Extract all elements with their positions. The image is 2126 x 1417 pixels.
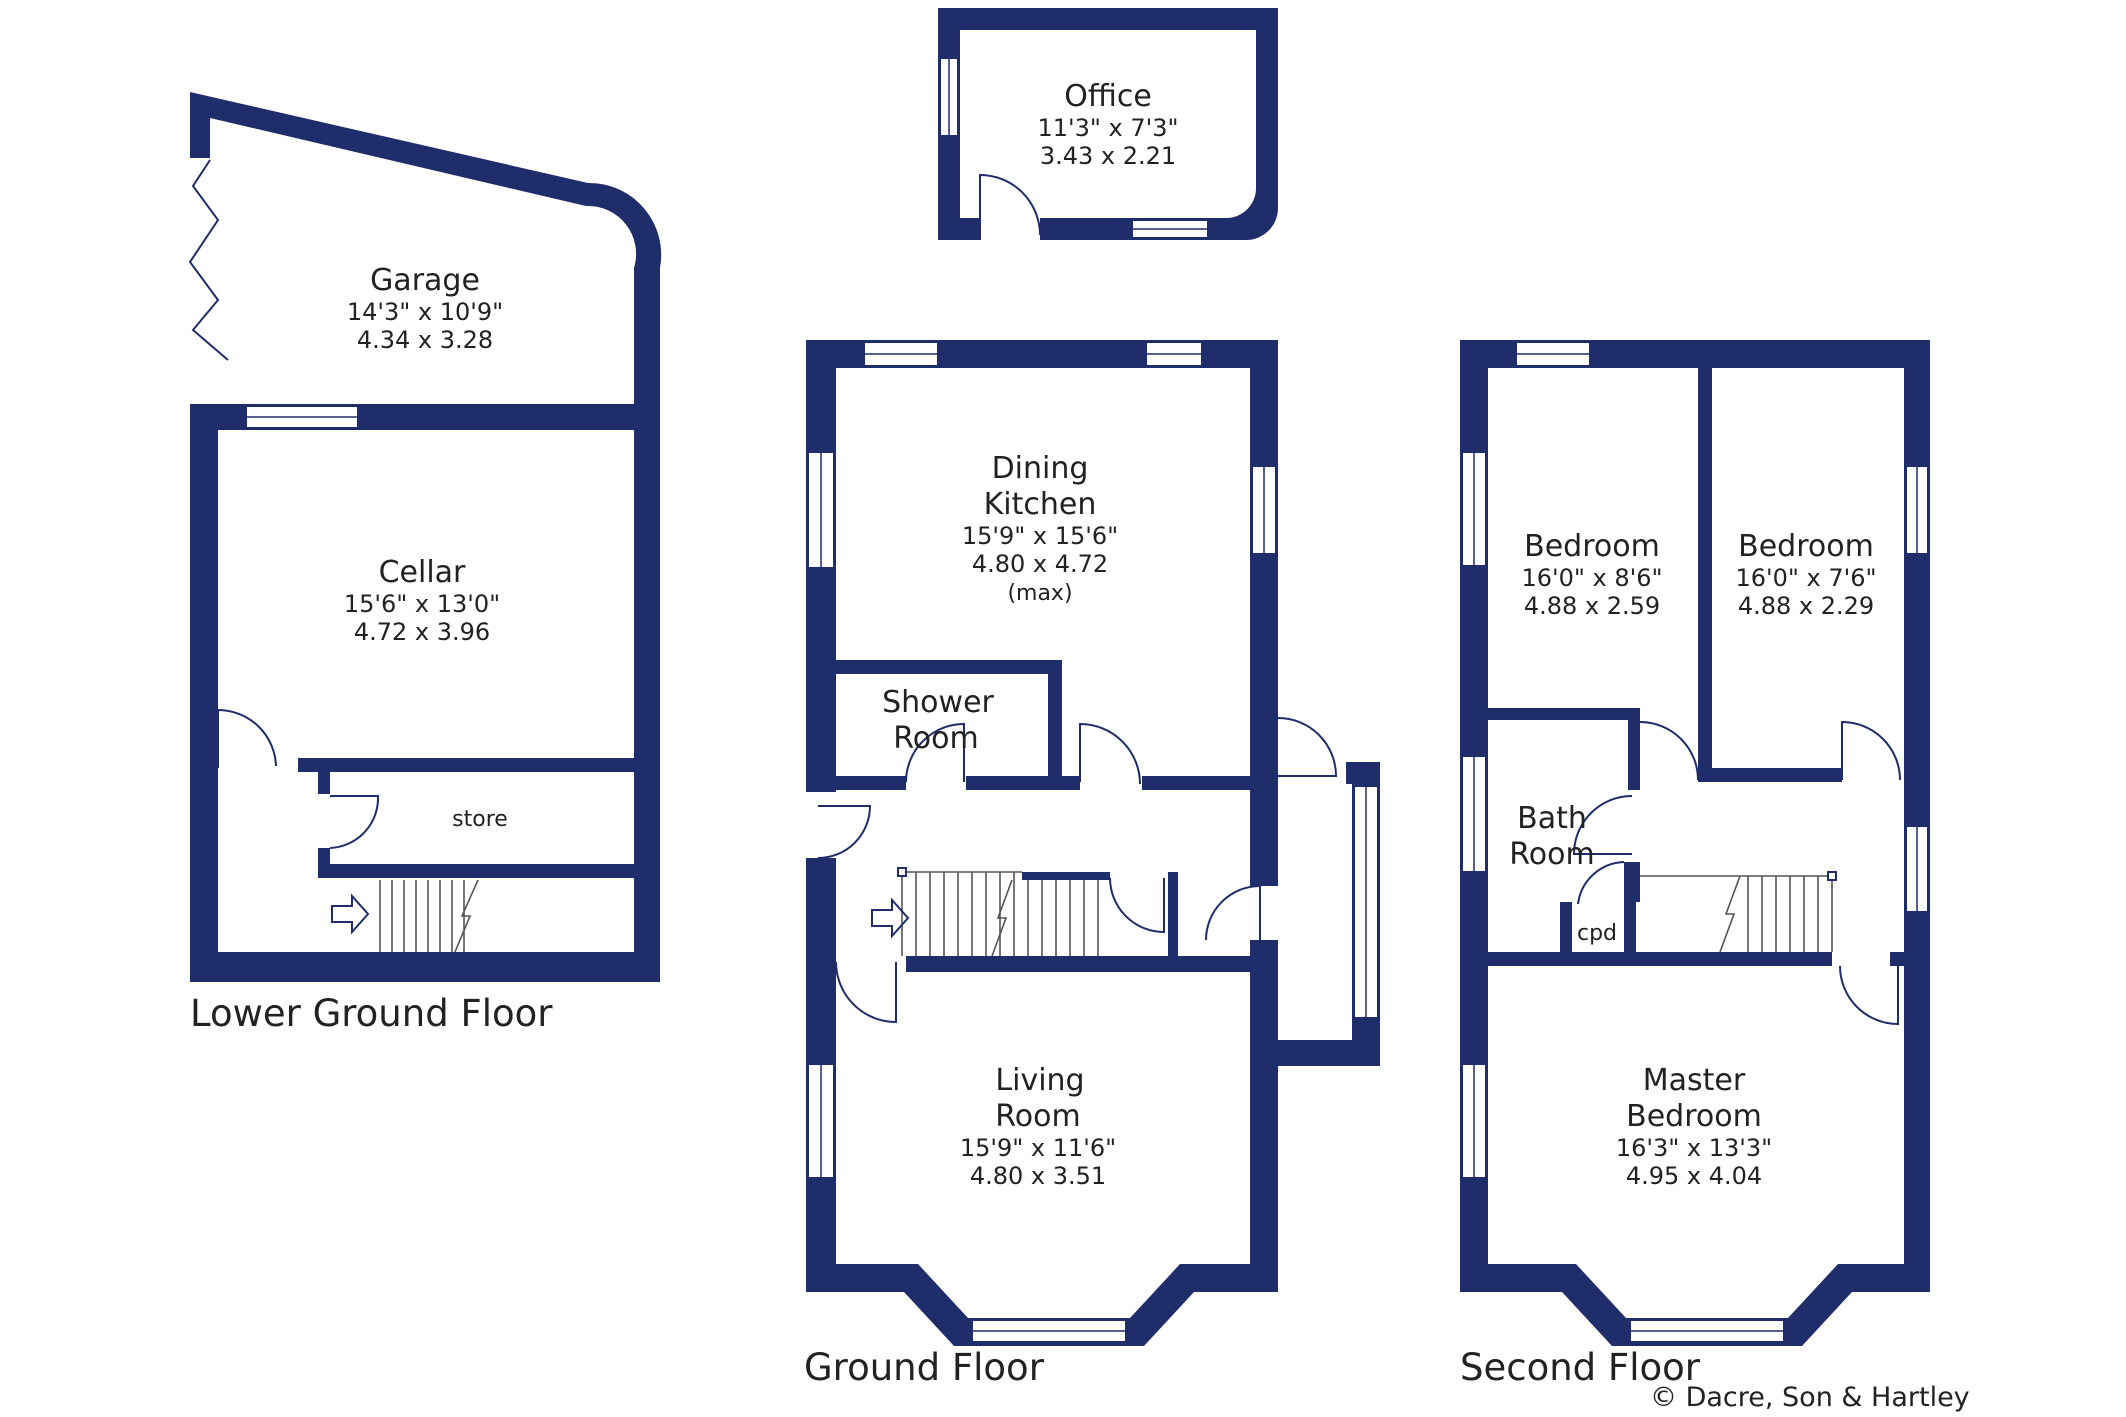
shower-name-1: Shower: [882, 685, 994, 720]
cellar-name: Cellar: [379, 555, 466, 590]
office-walls: [938, 8, 1278, 240]
shower-name-2: Room: [893, 721, 978, 756]
cpd-left-wall: [1560, 902, 1572, 954]
dining-metric: 4.80 x 4.72: [972, 550, 1108, 578]
bath-right-post: [1626, 862, 1640, 902]
living-name-2: Room: [995, 1099, 1080, 1134]
master-bay-wall: [1460, 1264, 1930, 1346]
store-bottom-post: [318, 848, 330, 878]
cpd-label: cpd: [1577, 921, 1617, 946]
cellar-metric: 4.72 x 3.96: [354, 618, 490, 646]
bedroom2-door: [1841, 720, 1901, 781]
bedroom2-imperial: 16'0" x 7'6": [1735, 564, 1876, 592]
office-door: [979, 173, 1041, 240]
living-right-wall: [1250, 940, 1278, 1292]
store-left-post: [318, 772, 330, 794]
living-metric: 4.80 x 3.51: [970, 1162, 1106, 1190]
second-floor-label: Second Floor: [1460, 1346, 1701, 1389]
stair-post-right: [1168, 872, 1178, 962]
ground-floor-structure: [806, 340, 1380, 1346]
kitchen-bottom-wall: [1142, 776, 1278, 790]
master-door: [1839, 965, 1899, 1026]
landing-bottom-wall: [1488, 952, 1832, 966]
living-door: [835, 961, 897, 1024]
living-name-1: Living: [995, 1063, 1084, 1098]
cellar-divider-wall: [298, 758, 638, 772]
under-stair-door: [1109, 877, 1165, 934]
porch-door: [1277, 717, 1338, 777]
living-top-wall: [906, 956, 1278, 972]
cellar-imperial: 15'6" x 13'0": [344, 590, 500, 618]
store-bottom-wall: [318, 864, 638, 878]
cellar-right-wall: [634, 404, 660, 982]
office-metric: 3.43 x 2.21: [1040, 142, 1176, 170]
store-door: [329, 795, 380, 849]
living-bay-wall: [806, 1264, 1278, 1346]
ground-floor-label: Ground Floor: [804, 1346, 1045, 1389]
bath-right-wall: [1628, 708, 1640, 790]
bedroom1-name: Bedroom: [1524, 529, 1660, 564]
office-name: Office: [1064, 79, 1152, 114]
kitchen-door: [1079, 722, 1141, 785]
ground-stair-arrow: [871, 897, 910, 939]
garage-imperial: 14'3" x 10'9": [347, 298, 503, 326]
store-label: store: [452, 807, 508, 832]
dining-name-1: Dining: [992, 451, 1089, 486]
bedroom2-bottom-wall: [1698, 768, 1842, 782]
master-name-2: Bedroom: [1626, 1099, 1762, 1134]
porch-inner-door: [1205, 884, 1261, 941]
front-door: [817, 805, 872, 859]
ground-right-wall-upper: [1250, 340, 1278, 886]
copyright-notice: © Dacre, Son & Hartley: [1650, 1382, 1970, 1413]
bath-name-1: Bath: [1517, 801, 1587, 836]
lower-stair-arrow: [331, 893, 370, 935]
bedroom2-name: Bedroom: [1738, 529, 1874, 564]
cpd-door: [1577, 861, 1625, 905]
shower-bottom-wall-a: [806, 776, 906, 790]
lower-bottom-wall: [190, 952, 660, 982]
bath-name-2: Room: [1509, 837, 1594, 872]
second-stairs: [1640, 871, 1837, 953]
dining-imperial: 15'9" x 15'6": [962, 522, 1118, 550]
porch-top-post: [1346, 762, 1380, 784]
shower-right-wall: [1048, 660, 1062, 790]
bath-door: [1572, 795, 1633, 855]
dining-name-2: Kitchen: [984, 487, 1097, 522]
ground-stairs: [897, 867, 1099, 957]
shower-top-wall: [836, 660, 1062, 674]
garage-metric: 4.34 x 3.28: [357, 326, 493, 354]
living-imperial: 15'9" x 11'6": [960, 1134, 1116, 1162]
bedroom1-imperial: 16'0" x 8'6": [1521, 564, 1662, 592]
garage-bifold-door: [188, 159, 229, 361]
master-metric: 4.95 x 4.04: [1626, 1162, 1762, 1190]
lower-ground-floor-label: Lower Ground Floor: [190, 992, 553, 1035]
shower-bottom-wall-b: [966, 776, 1080, 790]
bedroom-divider-wall: [1698, 368, 1712, 780]
cellar-door: [217, 708, 277, 768]
lower-ground-structure: [188, 92, 662, 982]
bedroom2-metric: 4.88 x 2.29: [1738, 592, 1874, 620]
master-name-1: Master: [1643, 1063, 1746, 1098]
bedroom1-door: [1639, 721, 1699, 781]
lower-stairs: [379, 879, 479, 953]
bath-top-wall: [1488, 708, 1640, 720]
stair-balustrade: [1022, 872, 1110, 880]
second-floor-structure: [1460, 340, 1930, 1346]
bedroom1-metric: 4.88 x 2.59: [1524, 592, 1660, 620]
master-imperial: 16'3" x 13'3": [1616, 1134, 1772, 1162]
garage-name: Garage: [370, 263, 480, 298]
office-imperial: 11'3" x 7'3": [1037, 114, 1178, 142]
office-structure: [938, 8, 1278, 240]
garage-roof-wall: [190, 92, 662, 410]
landing-right-stub: [1890, 952, 1930, 966]
cellar-left-wall: [190, 404, 218, 982]
dining-note: (max): [1007, 581, 1072, 606]
shower-door: [905, 722, 965, 783]
